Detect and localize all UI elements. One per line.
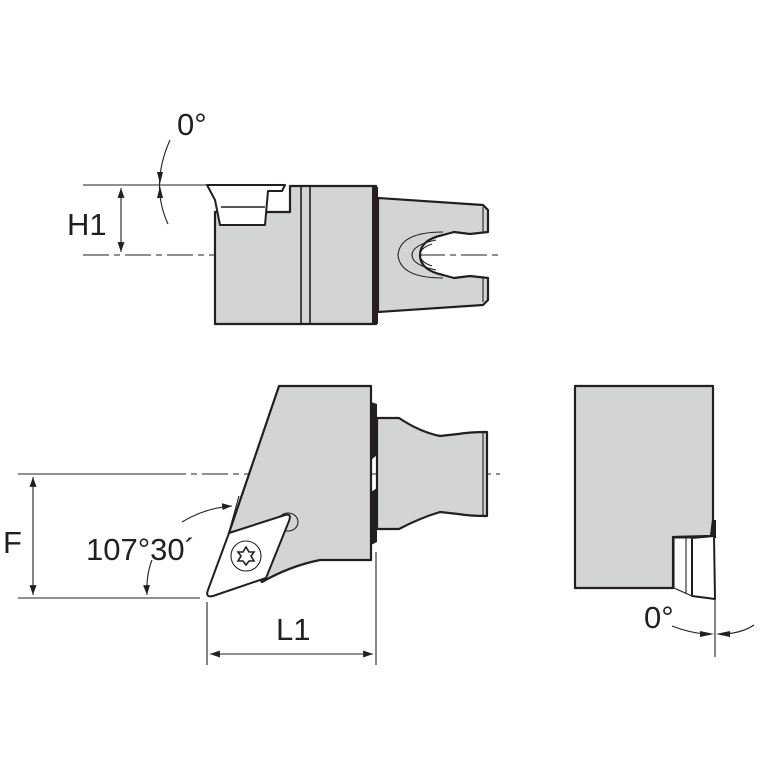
end-angle-arrow-right-icon [700,631,714,637]
top-view: 0° H1 [67,107,500,326]
front-flange-upper [371,402,377,460]
top-angle-arc [158,139,171,225]
top-angle-label: 0° [177,107,207,142]
coupling-ring-inner [411,239,437,271]
coupling-ring-core [419,243,433,267]
top-flange [372,187,378,324]
angle-arc-lower [143,559,153,596]
end-view-body [573,384,715,590]
top-angle-arrow-down-icon [157,172,163,184]
diamond-insert-icon [206,513,291,598]
end-angle-label: 0° [644,600,674,635]
coupling-ring-outer [397,231,444,279]
angle-reference-line [228,495,240,533]
front-view: F 107°30´ L1 [3,384,500,665]
front-flange-lower [371,488,377,545]
end-view: 0° [573,384,755,657]
torx-screw-icon [236,545,256,567]
l1-label: L1 [276,612,310,647]
front-view-shank [375,416,489,531]
insert-screw-ring [230,540,262,572]
h1-label: H1 [67,207,107,242]
end-view-insert [691,535,716,600]
angle-arc-upper [181,503,233,523]
end-angle-arrow-left-icon [716,631,730,637]
end-view-edge [711,520,716,538]
top-view-insert [206,184,286,226]
end-view-insert-side [673,537,693,597]
angle-label: 107°30´ [86,532,195,567]
top-angle-arrow-up-icon [157,186,163,198]
f-label: F [3,525,22,560]
